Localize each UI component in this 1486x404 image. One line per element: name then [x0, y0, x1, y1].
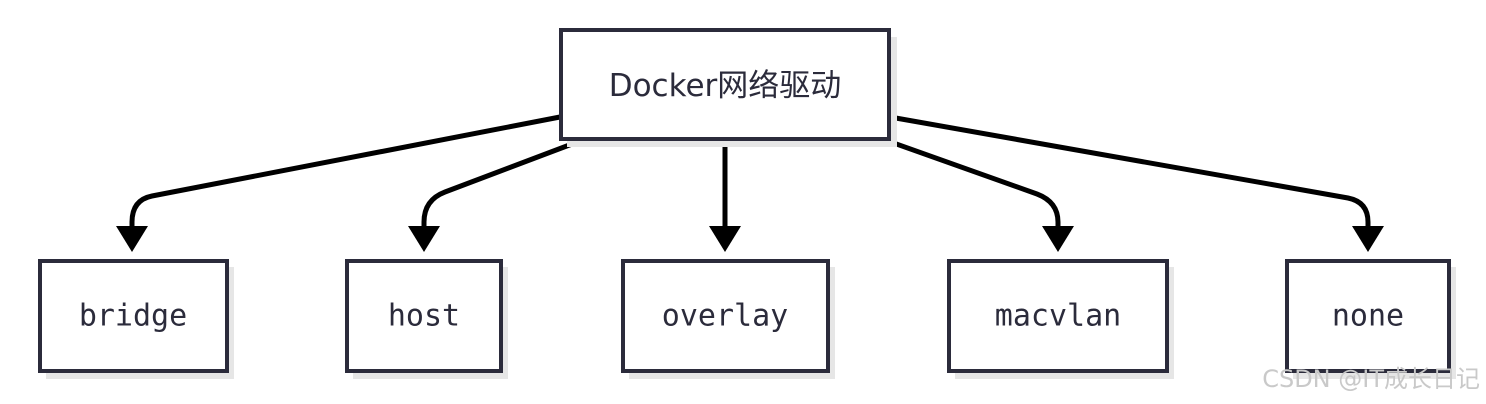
arrowhead-macvlan — [1042, 226, 1074, 252]
macvlan-node-label: macvlan — [995, 299, 1121, 334]
overlay-node-label: overlay — [662, 299, 788, 334]
child-node-bridge: bridge — [38, 259, 234, 379]
bridge-node-box — [38, 259, 229, 373]
arrowhead-bridge — [116, 226, 148, 252]
edges — [116, 114, 1384, 252]
watermark-text: CSDN @IT成长日记 — [1262, 365, 1480, 393]
arrowhead-host — [408, 226, 440, 252]
none-node-box — [1285, 259, 1451, 373]
edge-root-to-none — [887, 114, 1371, 235]
edge-root-to-host — [421, 138, 583, 235]
child-node-none: none — [1285, 259, 1456, 379]
overlay-node-box — [621, 259, 830, 373]
arrowhead-none — [1352, 226, 1384, 252]
edge-root-to-macvlan — [885, 138, 1061, 235]
none-node-label: none — [1332, 299, 1404, 334]
macvlan-node-box — [947, 259, 1169, 373]
child-node-overlay: overlay — [621, 259, 835, 379]
root-node: Docker网络驱动 — [559, 28, 897, 147]
arrowhead-overlay — [709, 226, 741, 252]
edge-root-to-bridge — [129, 114, 563, 235]
host-node-box — [345, 259, 503, 373]
root-node-box — [559, 28, 891, 141]
bridge-node-label: bridge — [79, 299, 187, 334]
child-node-macvlan: macvlan — [947, 259, 1174, 379]
root-node-label: Docker网络驱动 — [609, 68, 842, 104]
host-node-label: host — [388, 299, 460, 334]
child-node-host: host — [345, 259, 508, 379]
